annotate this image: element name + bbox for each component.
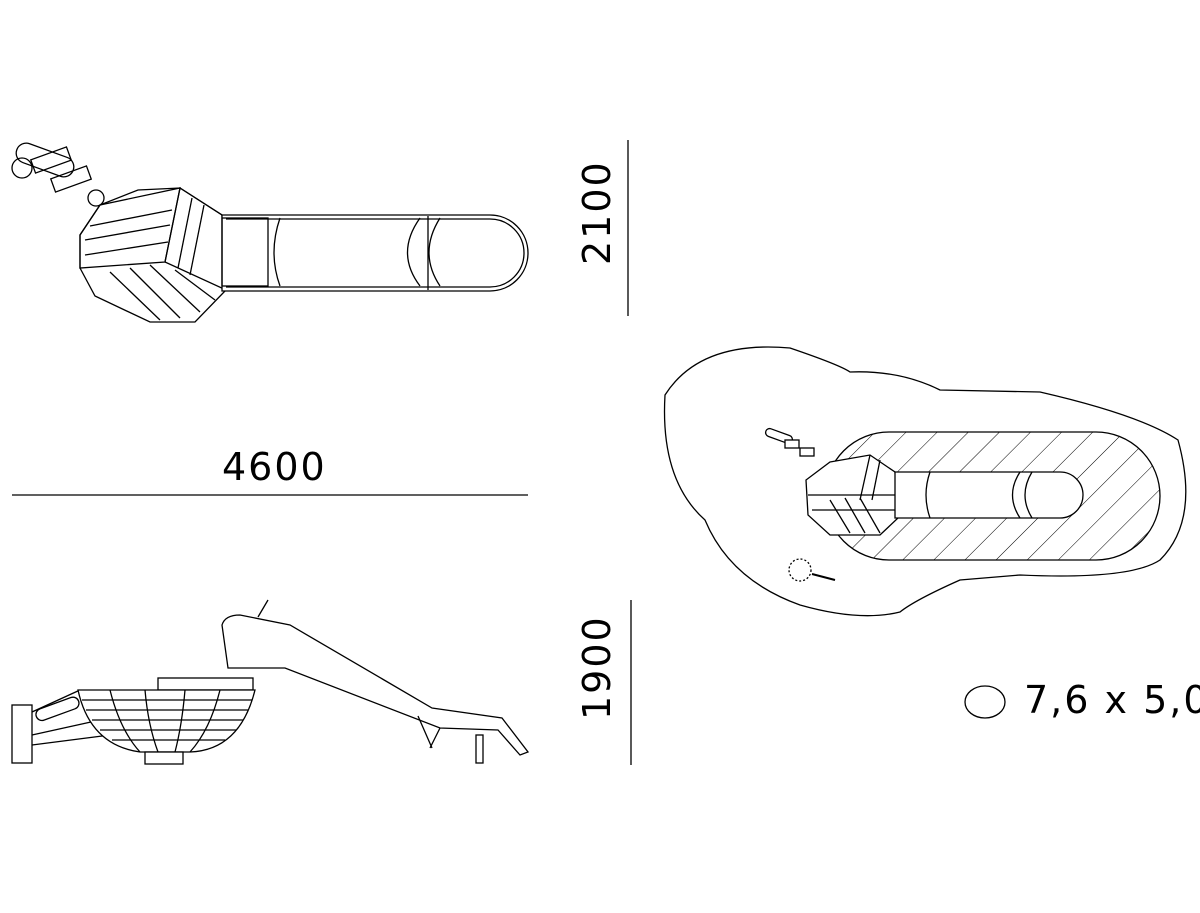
slide-top — [221, 214, 529, 292]
side-view: 1900 — [11, 599, 632, 765]
top-view: 2100 — [11, 140, 629, 323]
logo-mark-icon — [788, 558, 812, 582]
safety-area-plan — [663, 346, 1187, 617]
climbing-bridge — [11, 142, 105, 207]
dimension-1900: 1900 — [575, 615, 619, 720]
dimension-2100: 2100 — [575, 160, 619, 265]
platform-slats — [79, 186, 227, 321]
slide-side — [221, 614, 530, 756]
dimension-4600: 4600 — [222, 445, 327, 489]
safety-area-size: 7,6 x 5,0 — [1024, 678, 1200, 722]
bowl-platform — [77, 689, 256, 753]
bridge-post — [11, 704, 33, 764]
ellipse-icon — [964, 685, 1006, 719]
safety-zone-outline — [663, 346, 1187, 617]
logo-text-mark — [811, 573, 836, 581]
octagon-platform — [79, 187, 227, 323]
